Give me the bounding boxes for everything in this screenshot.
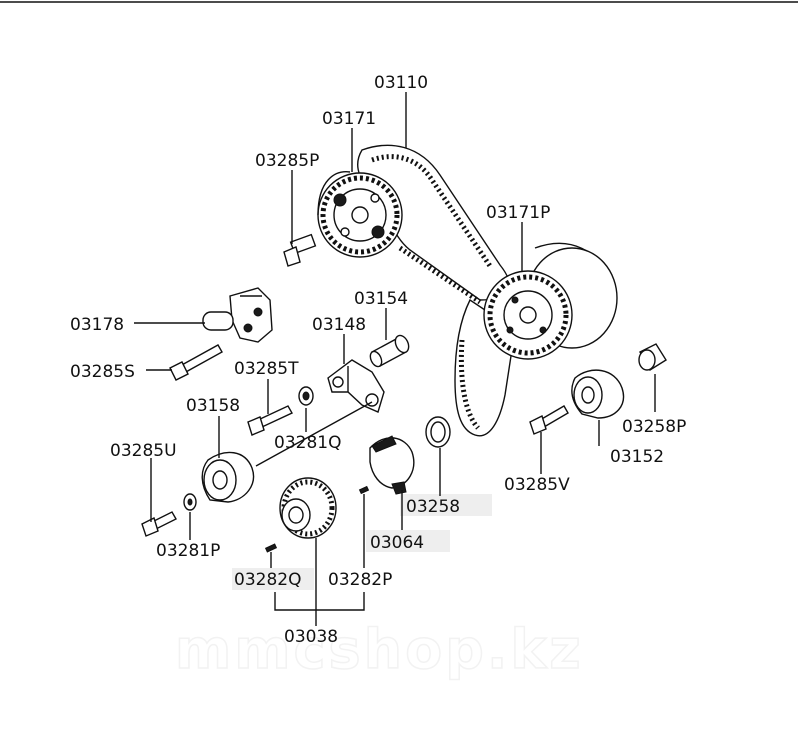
oil-seal-03258 <box>425 416 451 448</box>
crank-sprocket-03038 <box>279 477 337 539</box>
bolt-03285v <box>529 405 569 435</box>
label-03281q: 03281Q <box>274 433 341 453</box>
tensioner-arm-03148 <box>327 359 385 413</box>
label-03158: 03158 <box>186 396 240 416</box>
leader-lines <box>134 92 656 626</box>
label-03154: 03154 <box>354 289 408 309</box>
label-highlight-03258 <box>400 494 492 516</box>
bolt-03285t <box>247 405 293 436</box>
idler-pulley-03158 <box>201 451 255 503</box>
key-03282q <box>264 543 278 553</box>
label-03152: 03152 <box>610 447 664 467</box>
label-03171: 03171 <box>322 109 376 129</box>
label-03285t: 03285T <box>234 359 299 379</box>
label-03285s: 03285S <box>70 362 135 382</box>
bolt-03285s <box>169 344 223 381</box>
label-highlight-03064 <box>366 530 450 552</box>
bolt-03285u <box>141 511 177 537</box>
cam-sprocket-03171 <box>317 171 403 258</box>
label-03285v: 03285V <box>504 475 570 495</box>
label-03258: 03258 <box>406 497 460 517</box>
key-03282p <box>358 485 370 495</box>
washer-03281p <box>183 493 197 511</box>
label-03285u: 03285U <box>110 441 177 461</box>
label-highlight-03282q <box>232 568 314 590</box>
label-03110: 03110 <box>374 73 428 93</box>
pin-03154 <box>369 334 410 368</box>
label-03038: 03038 <box>284 627 338 647</box>
auto-tensioner-03178 <box>202 287 273 343</box>
label-03178: 03178 <box>70 315 124 335</box>
label-03285p: 03285P <box>255 151 319 171</box>
label-03171p: 03171P <box>486 203 550 223</box>
label-03282q: 03282Q <box>234 570 301 590</box>
spacer-03258p <box>638 343 667 371</box>
label-03064: 03064 <box>370 533 424 553</box>
label-03282p: 03282P <box>328 570 392 590</box>
label-03148: 03148 <box>312 315 366 335</box>
watermark-text: mmcshop.kz <box>175 618 584 681</box>
idler-pulley-03152 <box>571 369 625 419</box>
cam-sprocket-03171p <box>483 247 618 360</box>
washer-03281q <box>298 386 314 406</box>
bolt-03285p <box>283 233 317 267</box>
label-03258p: 03258P <box>622 417 686 437</box>
belt-guide-03064 <box>369 435 415 495</box>
label-03281p: 03281P <box>156 541 220 561</box>
part-labels: 03110 03171 03285P 03171P 03154 03178 03… <box>70 73 686 647</box>
